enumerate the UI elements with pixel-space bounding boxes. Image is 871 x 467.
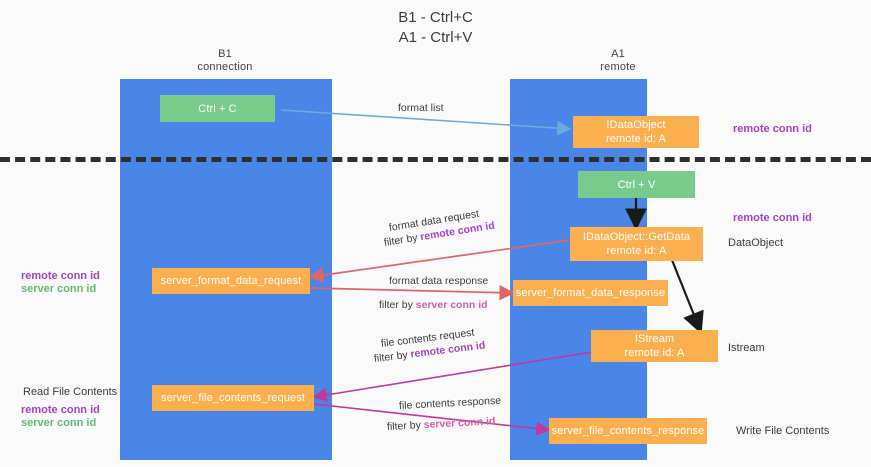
box-server-format-data-request-label: server_format_data_request [160,275,302,287]
filter-prefix-3: filter by [373,348,412,365]
box-getdata-line-2: remote id: A [606,245,667,257]
left-label-remote-conn-id-2: remote conn id [21,404,100,416]
box-istream-line-2: remote id: A [624,347,685,359]
edge-label-file-contents-response: file contents response [398,394,502,412]
box-istream[interactable]: IStream remote id: A [591,330,718,362]
left-label-server-conn-id-1: server conn id [21,283,97,295]
phase-divider [0,157,871,162]
connector-format-data-response [309,285,515,301]
page-title: B1 - Ctrl+C A1 - Ctrl+V [0,8,871,48]
box-istream-line-1: IStream [634,333,675,345]
column-header-b1: B1 connection [155,48,295,74]
box-idataobject[interactable]: IDataObject remote id: A [573,116,699,148]
box-idataobject-line-2: remote id: A [606,133,666,145]
box-idataobject-line-1: IDataObject [606,119,666,131]
right-label-remote-conn-id-mid: remote conn id [733,212,812,224]
box-ctrl-c-label: Ctrl + C [198,102,237,115]
connector-getdata-to-istream [670,259,704,335]
box-server-format-data-response[interactable]: server_format_data_response [513,280,668,306]
left-label-remote-conn-id-1: remote conn id [21,270,100,282]
filter-prefix-4: filter by [386,419,425,433]
filter-key-4: server conn id [423,415,496,432]
filter-prefix-1: filter by [383,231,422,249]
right-label-write-file-contents: Write File Contents [736,425,830,437]
column-header-b1-sub: connection [197,61,253,73]
filter-key-2: server conn id [415,299,488,311]
box-idataobject-getdata[interactable]: IDataObject::GetData remote id: A [570,227,703,261]
edge-label-format-data-response: format data response [389,275,489,287]
left-label-server-conn-id-2: server conn id [21,417,97,429]
left-label-read-file-contents: Read File Contents [23,386,118,398]
page-title-line-1: B1 - Ctrl+C [398,9,473,26]
box-ctrl-v-label: Ctrl + V [617,178,656,191]
filter-prefix-2: filter by [379,299,416,311]
column-header-a1: A1 remote [548,48,688,74]
right-label-istream: Istream [728,342,765,354]
column-header-a1-name: A1 [611,48,625,60]
right-label-remote-conn-id-top: remote conn id [733,123,812,135]
box-ctrl-c[interactable]: Ctrl + C [160,95,275,122]
box-server-file-contents-response[interactable]: server_file_contents_response [549,418,707,444]
box-server-file-contents-request[interactable]: server_file_contents_request [152,385,314,411]
right-label-dataobject: DataObject [728,237,784,249]
edge-label-file-contents-response-filter: filter by server conn id [387,414,496,434]
edge-label-format-data-response-filter: filter by server conn id [379,298,488,312]
box-server-file-contents-response-label: server_file_contents_response [551,425,705,437]
column-header-a1-sub: remote [600,61,636,73]
edge-label-format-list: format list [398,102,444,114]
box-server-format-data-request[interactable]: server_format_data_request [152,268,310,294]
box-getdata-line-1: IDataObject::GetData [582,231,691,243]
box-server-format-data-response-label: server_format_data_response [515,287,666,299]
box-server-file-contents-request-label: server_file_contents_request [160,392,306,404]
column-header-b1-name: B1 [218,48,232,60]
page-title-line-2: A1 - Ctrl+V [398,29,473,46]
box-ctrl-v[interactable]: Ctrl + V [578,171,695,198]
